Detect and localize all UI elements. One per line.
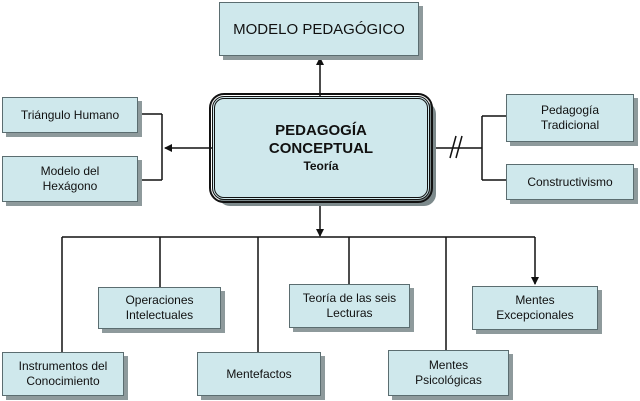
node-modelo-pedagogico: MODELO PEDAGÓGICO — [219, 2, 419, 56]
node-label: Teoría de las seis Lecturas — [302, 291, 397, 320]
node-label: MODELO PEDAGÓGICO — [233, 20, 405, 38]
node-constructivismo: Constructivismo — [506, 164, 634, 200]
node-mentefactos: Mentefactos — [197, 352, 321, 396]
node-teoria-seis-lecturas: Teoría de las seis Lecturas — [289, 284, 410, 328]
node-title: PEDAGOGÍA CONCEPTUAL — [268, 122, 374, 157]
node-label: Pedagogía Tradicional — [540, 103, 600, 132]
node-label: Modelo del Hexágono — [40, 164, 100, 193]
node-label: Mentefactos — [226, 366, 292, 381]
node-label: Operaciones Intelectuales — [125, 293, 194, 322]
node-label: Constructivismo — [527, 174, 613, 189]
node-mentes-excepcionales: Mentes Excepcionales — [472, 286, 598, 330]
node-instrumentos-conocimiento: Instrumentos del Conocimiento — [2, 352, 124, 396]
break-mark-2 — [455, 135, 463, 159]
node-triangulo-humano: Triángulo Humano — [2, 97, 138, 133]
node-operaciones-intelectuales: Operaciones Intelectuales — [98, 287, 221, 329]
node-label: Triángulo Humano — [20, 107, 120, 122]
node-pedagogia-tradicional: Pedagogía Tradicional — [506, 94, 634, 142]
break-mark-1 — [449, 135, 457, 159]
node-subtitle: Teoría — [303, 159, 339, 173]
node-label: Mentes Excepcionales — [496, 293, 574, 322]
node-modelo-hexagono: Modelo del Hexágono — [2, 156, 138, 202]
node-label: Mentes Psicológicas — [415, 358, 482, 387]
node-label: Instrumentos del Conocimiento — [18, 359, 108, 388]
node-mentes-psicologicas: Mentes Psicológicas — [388, 350, 509, 396]
node-pedagogia-conceptual: PEDAGOGÍA CONCEPTUAL Teoría — [209, 93, 433, 203]
